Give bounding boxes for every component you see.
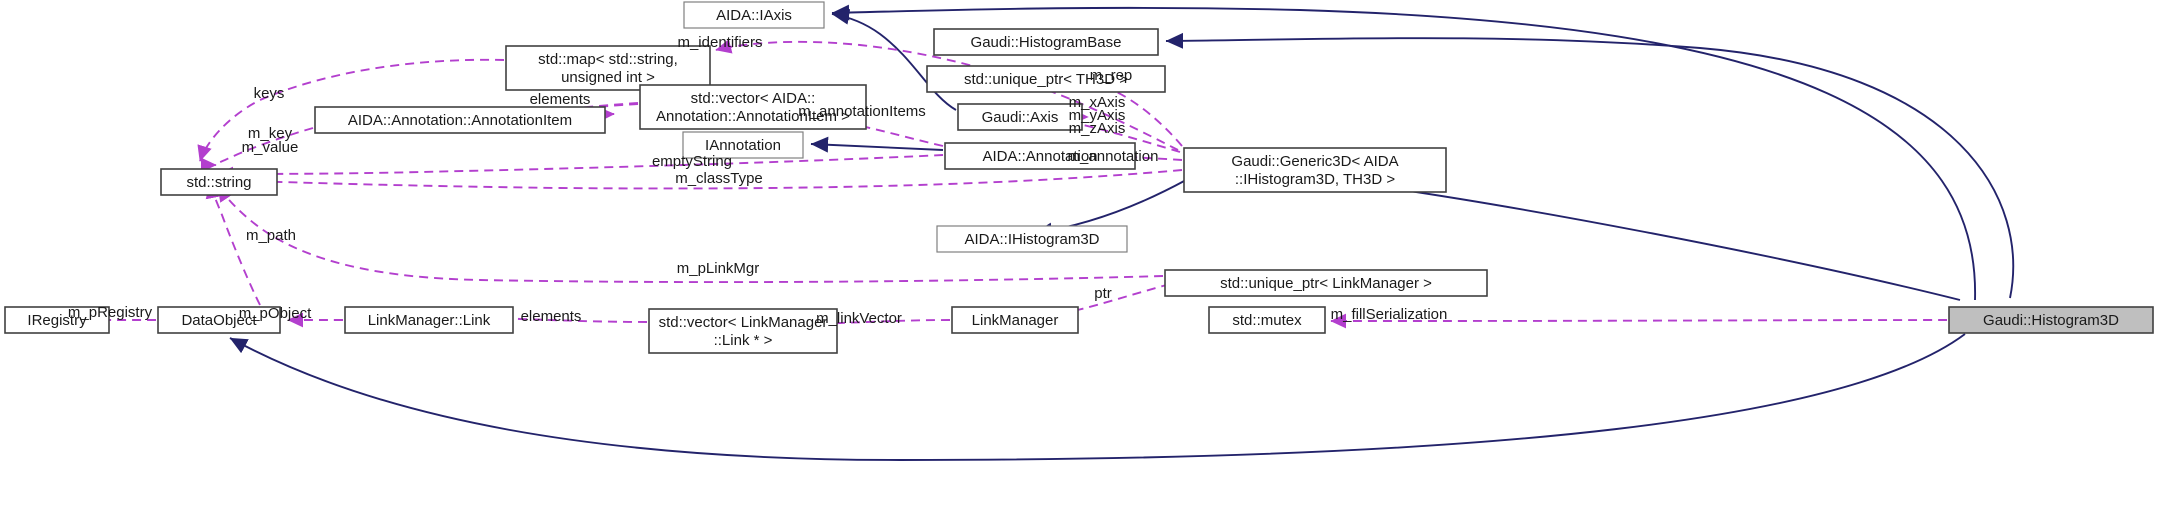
nodes: AIDA::IAxis Gaudi::HistogramBase std::ma… [4,1,2154,354]
node-gaudi-histogram3d[interactable]: Gaudi::Histogram3D [1948,306,2154,334]
node-iannotation[interactable]: IAnnotation [682,131,804,159]
edge-label-m-identifiers: m_identifiers [677,34,762,51]
node-label-gaudi-axis: Gaudi::Axis [982,109,1059,126]
edge-label-m-pregistry: m_pRegistry [68,304,153,321]
node-label-std-vector-annotationitem-line2: Annotation::AnnotationItem > [656,108,850,125]
node-gaudi-histogrambase[interactable]: Gaudi::HistogramBase [933,28,1159,56]
node-label-linkmanager: LinkManager [972,312,1059,329]
edge-label-m-value: m_value [242,139,299,156]
node-label-std-unique-ptr-th3d: std::unique_ptr< TH3D > [964,71,1128,88]
node-std-mutex[interactable]: std::mutex [1208,306,1326,334]
edge-label-m-annotation: m_annotation [1068,148,1159,165]
edge-label-emptystring: emptyString [652,153,732,170]
edge-label-m-axes: m_xAxis m_yAxis m_zAxis [1069,94,1126,137]
edge-usage-m-key-value [200,127,314,173]
node-label-std-mutex: std::mutex [1232,312,1302,329]
edge-label-elements-link: elements [521,308,582,325]
node-std-string[interactable]: std::string [160,168,278,196]
edge-label-ptr: ptr [1094,285,1112,302]
node-label-dataobject: DataObject [181,312,257,329]
node-label-std-map-line1: std::map< std::string, [538,51,678,68]
edge-usage-m-fillserialization [1330,313,1948,329]
node-label-iannotation: IAnnotation [705,137,781,154]
edge-label-m-key: m_key [248,125,293,142]
edge-label-m-annotationitems: m_annotationItems [798,103,926,120]
edge-usage-m-path [205,182,261,306]
node-std-vector-annotationitem[interactable]: std::vector< AIDA:: Annotation::Annotati… [639,84,867,130]
edge-label-keys: keys [254,85,285,102]
node-std-unique-ptr-th3d[interactable]: std::unique_ptr< TH3D > [926,65,1166,93]
node-label-iregistry: IRegistry [27,312,87,329]
node-label-std-string: std::string [186,174,251,191]
node-label-std-vector-annotationitem-line1: std::vector< AIDA:: [691,90,816,107]
edge-label-m-classtype: m_classType [675,170,763,187]
edge-label-m-xaxis: m_xAxis [1069,94,1126,111]
edge-label-m-yaxis: m_yAxis [1069,107,1126,124]
edge-label-m-linkvector: m_linkVector [816,310,902,327]
edge-label-m-key-value: m_key m_value [242,125,299,156]
edge-usage-m-plinkmgr [217,185,1164,284]
node-dataobject[interactable]: DataObject [157,306,281,334]
edge-usage-keys [197,58,505,162]
edge-usage-elements-link [491,310,648,326]
node-label-aida-annotation-annotationitem: AIDA::Annotation::AnnotationItem [348,112,572,129]
edge-inherit-gaudiaxis-iaxis [831,8,957,111]
node-label-gaudi-histogrambase: Gaudi::HistogramBase [971,34,1122,51]
node-linkmanager[interactable]: LinkManager [951,306,1079,334]
edge-inherit-generic3d-ihistogram3d [1034,179,1187,239]
node-label-std-vector-link-line1: std::vector< LinkManager [659,314,828,331]
edge-label-m-pobject: m_pObject [239,305,312,322]
node-label-linkmanager-link: LinkManager::Link [368,312,491,329]
node-label-std-vector-link-line2: ::Link * > [714,332,773,349]
edge-label-m-rep: m_rep [1090,67,1133,84]
edge-usage-emptystring [217,154,944,182]
edge-label-m-plinkmgr: m_pLinkMgr [677,260,760,277]
node-label-aida-annotation: AIDA::Annotation [982,148,1097,165]
edge-label-m-path: m_path [246,227,296,244]
node-std-vector-link[interactable]: std::vector< LinkManager ::Link * > [648,308,838,354]
edge-label-m-fillserialization: m_fillSerialization [1331,306,1448,323]
edge-inherit-iaxis [831,4,1976,301]
node-label-std-map-line2: unsigned int > [561,69,655,86]
node-label-gaudi-histogram3d: Gaudi::Histogram3D [1983,312,2119,329]
node-aida-annotation-annotationitem[interactable]: AIDA::Annotation::AnnotationItem [314,106,606,134]
edge-label-m-zaxis: m_zAxis [1069,120,1126,137]
node-aida-ihistogram3d[interactable]: AIDA::IHistogram3D [936,225,1128,253]
node-aida-iaxis[interactable]: AIDA::IAxis [683,1,825,29]
node-std-unique-ptr-linkmanager[interactable]: std::unique_ptr< LinkManager > [1164,269,1488,297]
node-label-gaudi-generic3d-line1: Gaudi::Generic3D< AIDA [1231,153,1398,170]
node-aida-annotation[interactable]: AIDA::Annotation [944,142,1136,170]
node-gaudi-generic3d[interactable]: Gaudi::Generic3D< AIDA ::IHistogram3D, T… [1183,147,1447,193]
inheritance-edges [229,4,2015,461]
node-linkmanager-link[interactable]: LinkManager::Link [344,306,514,334]
node-std-map[interactable]: std::map< std::string, unsigned int > [505,45,711,91]
edge-usage-m-classtype [217,169,1183,190]
node-iregistry[interactable]: IRegistry [4,306,110,334]
edge-inherit-histogrambase [1165,32,2015,299]
edge-usage-m-identifiers [715,39,1179,151]
edge-labels: m_identifiers keys elements m_rep m_anno… [68,34,1447,327]
edge-inherit-annotation-iannotation [810,136,944,153]
edge-inherit-histogram3d-dataobject [229,333,1966,461]
node-label-aida-iaxis: AIDA::IAxis [716,7,792,24]
node-label-aida-ihistogram3d: AIDA::IHistogram3D [964,231,1099,248]
edge-label-elements-annotationitem: elements [530,91,591,108]
node-label-std-unique-ptr-linkmanager: std::unique_ptr< LinkManager > [1220,275,1432,292]
node-gaudi-axis[interactable]: Gaudi::Axis [957,103,1083,131]
node-label-gaudi-generic3d-line2: ::IHistogram3D, TH3D > [1235,171,1395,188]
